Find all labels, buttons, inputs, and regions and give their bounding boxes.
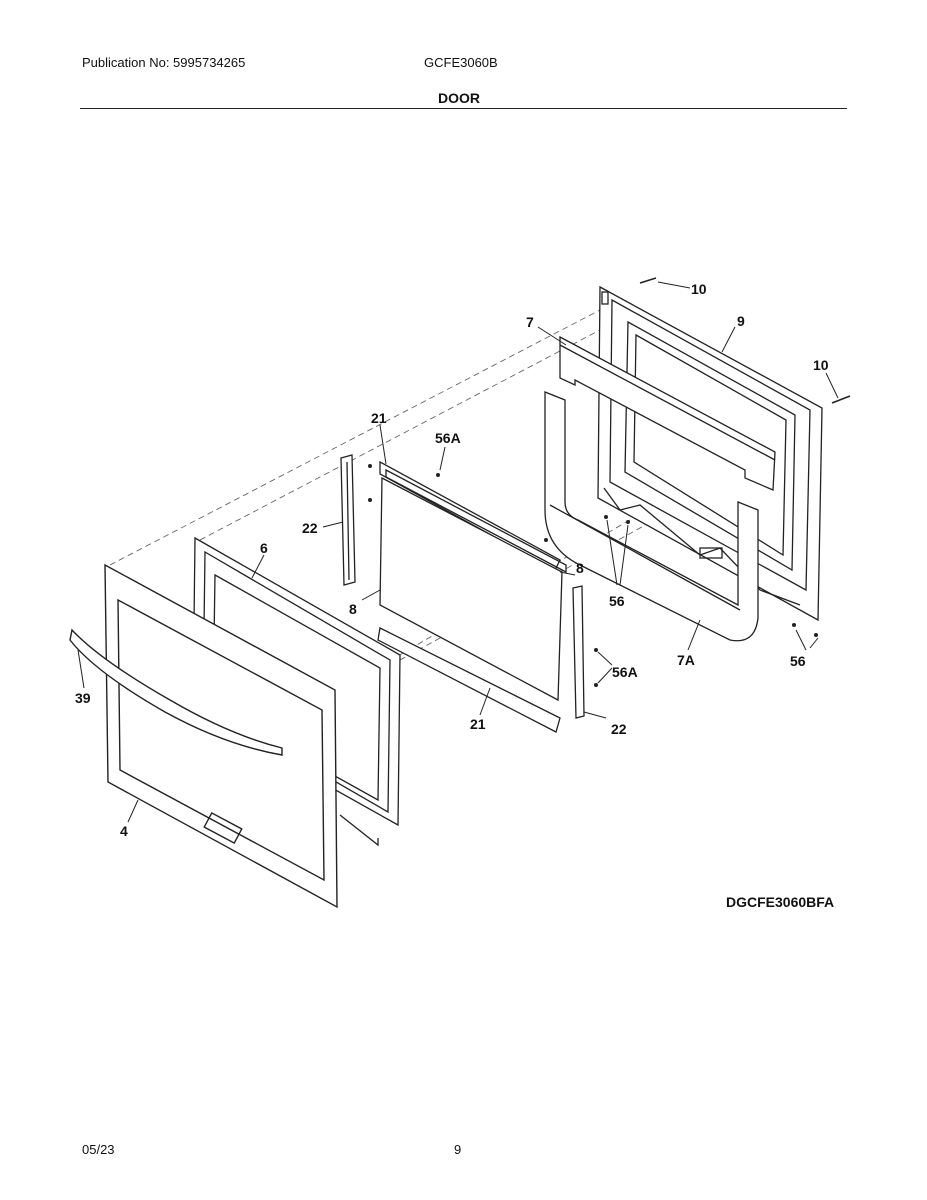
callout-7A: 7A bbox=[677, 652, 695, 668]
publication-number: Publication No: 5995734265 bbox=[82, 55, 246, 70]
bottom-glass-channel bbox=[377, 627, 561, 733]
callout-56-right: 56 bbox=[790, 653, 806, 669]
callout-8-left: 8 bbox=[349, 601, 357, 617]
inner-door-liner bbox=[597, 285, 823, 622]
callout-10-top: 10 bbox=[691, 281, 707, 297]
glass-panel bbox=[379, 468, 567, 702]
left-side-trim bbox=[340, 454, 356, 586]
callout-7: 7 bbox=[526, 314, 534, 330]
callout-39: 39 bbox=[75, 690, 91, 706]
model-number: GCFE3060B bbox=[424, 55, 498, 70]
callout-56-middle: 56 bbox=[609, 593, 625, 609]
leader-lines bbox=[77, 281, 839, 823]
hinge-pins bbox=[639, 277, 851, 404]
callout-56A-top: 56A bbox=[435, 430, 461, 446]
callout-9: 9 bbox=[737, 313, 745, 329]
callout-10-right: 10 bbox=[813, 357, 829, 373]
header-divider bbox=[80, 108, 847, 109]
callout-56A-lower: 56A bbox=[612, 664, 638, 680]
door-handle bbox=[69, 628, 283, 756]
diagram-code: DGCFE3060BFA bbox=[726, 894, 835, 910]
right-side-trim bbox=[572, 585, 585, 719]
callout-21-bottom: 21 bbox=[470, 716, 486, 732]
screws bbox=[368, 464, 818, 687]
callout-labels: 10 9 7 10 21 56A 22 6 8 8 56 7A 56 56A 3… bbox=[75, 281, 829, 839]
callout-22-right: 22 bbox=[611, 721, 627, 737]
callout-6: 6 bbox=[260, 540, 268, 556]
u-insulation-gasket bbox=[544, 391, 759, 642]
callout-4: 4 bbox=[120, 823, 128, 839]
page-number: 9 bbox=[454, 1142, 462, 1157]
footer-date: 05/23 bbox=[82, 1142, 115, 1157]
section-title: DOOR bbox=[438, 90, 480, 106]
top-insulation-gasket bbox=[559, 335, 776, 491]
callout-8-right: 8 bbox=[576, 560, 584, 576]
callout-22-left: 22 bbox=[302, 520, 318, 536]
callout-21-top: 21 bbox=[371, 410, 387, 426]
